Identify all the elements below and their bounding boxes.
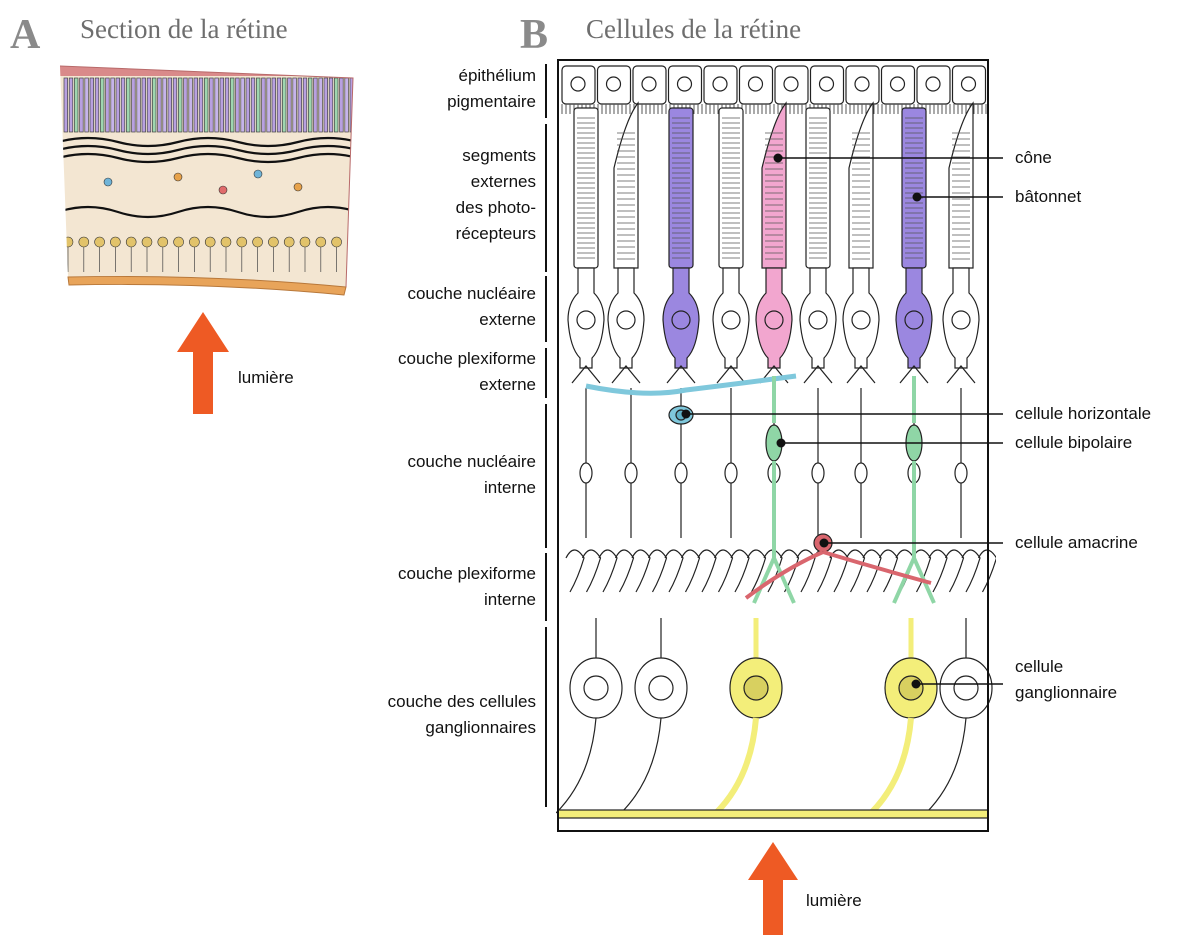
callout-horizontal: cellule horizontale — [1015, 401, 1151, 427]
light-label-b: lumière — [806, 888, 862, 914]
light-arrow-b — [748, 842, 798, 935]
callout-bipolar: cellule bipolaire — [1015, 430, 1132, 456]
callout-rod: bâtonnet — [1015, 184, 1081, 210]
callout-amacrine: cellule amacrine — [1015, 530, 1138, 556]
callout-ganglion: celluleganglionnaire — [1015, 654, 1117, 706]
callout-cone: cône — [1015, 145, 1052, 171]
